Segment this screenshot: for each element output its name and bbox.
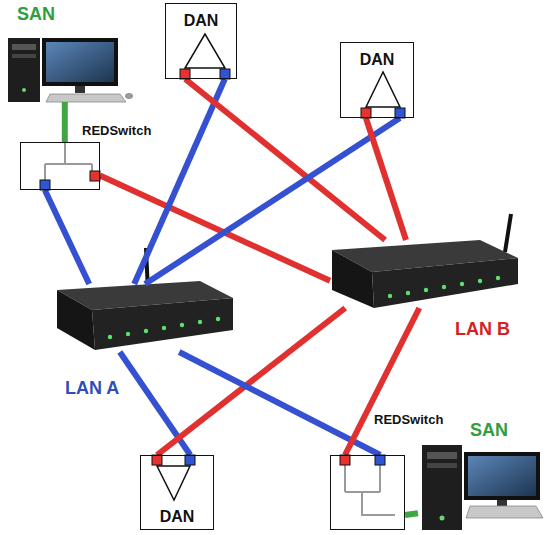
- device-label: DAN: [360, 51, 395, 69]
- device-label: SAN: [17, 4, 55, 25]
- port-red: [152, 455, 162, 465]
- lan-cable: [134, 79, 225, 284]
- lan-cable: [185, 79, 385, 240]
- lan-label: LAN A: [65, 378, 119, 399]
- device-label: DAN: [184, 12, 219, 30]
- lan-cable: [145, 118, 400, 284]
- lan-label: LAN B: [455, 319, 510, 340]
- device-label: DAN: [160, 508, 195, 526]
- lan-cable: [45, 190, 89, 284]
- port-red: [340, 455, 350, 465]
- computer-icon: [422, 445, 543, 530]
- port-blue: [220, 69, 230, 79]
- port-blue: [395, 108, 405, 118]
- lan-cable: [405, 513, 418, 515]
- lan-cable: [62, 102, 68, 142]
- port-red: [361, 108, 371, 118]
- dan-box: DAN: [165, 3, 237, 79]
- dan-symbol: [157, 34, 400, 500]
- router: LAN A: [55, 284, 235, 352]
- device-label: REDSwitch: [81, 124, 152, 139]
- device-label: REDSwitch: [373, 413, 444, 428]
- lan-cable: [366, 118, 406, 240]
- port-red: [90, 171, 100, 181]
- lan-cable: [157, 308, 345, 455]
- port-blue: [375, 455, 385, 465]
- dan-box: DAN: [140, 455, 214, 530]
- router: LAN B: [330, 240, 520, 308]
- lan-cable: [100, 176, 330, 281]
- lan-cable: [345, 308, 419, 455]
- router-icon: [332, 214, 518, 308]
- port-blue: [40, 180, 50, 190]
- switch-wiring: [45, 142, 395, 515]
- device-label: SAN: [470, 420, 508, 441]
- redswitch-box: REDSwitch: [20, 142, 100, 190]
- san-computer: SAN: [418, 418, 546, 530]
- redswitch-box: REDSwitch: [330, 455, 405, 530]
- computer-icon: [8, 38, 133, 102]
- port-blue: [185, 455, 195, 465]
- dan-box: DAN: [340, 42, 414, 118]
- san-computer: SAN: [5, 2, 135, 102]
- port-red: [180, 69, 190, 79]
